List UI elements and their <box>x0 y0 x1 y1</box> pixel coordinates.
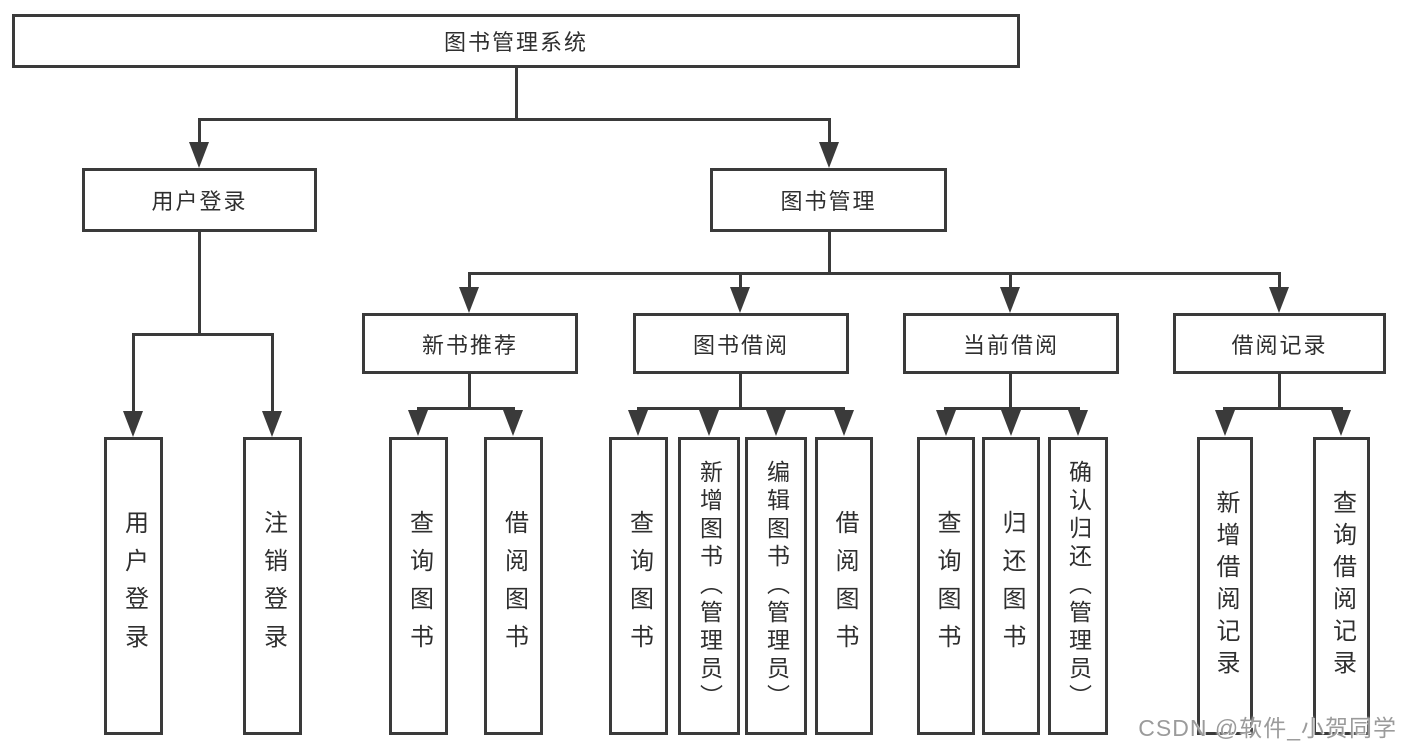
connector-line <box>515 68 518 120</box>
connector-line <box>1009 374 1012 410</box>
connector-line <box>417 407 515 410</box>
node-leaf-borrow-book: 借阅图书 <box>815 437 873 735</box>
node-leaf-query-book-borrow: 查询图书 <box>609 437 668 735</box>
arrowhead-icon <box>262 411 282 437</box>
arrowhead-icon <box>189 142 209 168</box>
arrowhead-icon <box>1269 287 1289 313</box>
node-leaf-query-book-current: 查询图书 <box>917 437 975 735</box>
node-new-book-recommend: 新书推荐 <box>362 313 578 374</box>
node-leaf-return-book: 归还图书 <box>982 437 1040 735</box>
node-label: 用户登录 <box>120 510 148 662</box>
node-leaf-add-book-admin: 新增图书（管理员） <box>678 437 740 735</box>
node-leaf-add-borrow-record: 新增借阅记录 <box>1197 437 1253 735</box>
arrowhead-icon <box>1001 410 1021 436</box>
connector-line <box>468 272 1281 275</box>
connector-line <box>1223 407 1343 410</box>
connector-line <box>637 407 845 410</box>
node-label: 新增借阅记录 <box>1212 490 1239 682</box>
node-leaf-edit-book-admin: 编辑图书（管理员） <box>745 437 807 735</box>
connector-line <box>944 407 1080 410</box>
arrowhead-icon <box>766 410 786 436</box>
node-leaf-query-borrow-record: 查询借阅记录 <box>1313 437 1370 735</box>
connector-line <box>739 274 742 288</box>
connector-line <box>1278 274 1281 288</box>
node-user-login: 用户登录 <box>82 168 317 232</box>
arrowhead-icon <box>1331 410 1351 436</box>
arrowhead-icon <box>408 410 428 436</box>
node-label: 编辑图书（管理员） <box>763 460 790 712</box>
arrowhead-icon <box>1068 410 1088 436</box>
connector-line <box>468 374 471 410</box>
node-label: 查询图书 <box>405 510 433 662</box>
node-label: 图书借阅 <box>692 332 789 358</box>
node-label: 图书管理系统 <box>443 30 588 55</box>
connector-line <box>198 232 201 336</box>
arrowhead-icon <box>699 410 719 436</box>
node-library-system: 图书管理系统 <box>12 14 1020 68</box>
arrowhead-icon <box>819 142 839 168</box>
connector-line <box>828 232 831 275</box>
node-label: 借阅图书 <box>831 510 858 662</box>
csdn-watermark: CSDN @软件_小贺同学 <box>1138 715 1397 741</box>
arrowhead-icon <box>834 410 854 436</box>
connector-line <box>198 118 831 121</box>
node-label: 归还图书 <box>998 510 1025 662</box>
arrowhead-icon <box>1215 410 1235 436</box>
node-current-borrow: 当前借阅 <box>903 313 1119 374</box>
arrowhead-icon <box>503 410 523 436</box>
connector-line <box>132 333 274 336</box>
node-leaf-logout: 注销登录 <box>243 437 302 735</box>
connector-line <box>198 120 201 144</box>
node-leaf-confirm-return-admin: 确认归还（管理员） <box>1048 437 1108 735</box>
node-label: 确认归还（管理员） <box>1065 460 1092 712</box>
node-label: 图书管理 <box>780 189 877 214</box>
node-label: 借阅图书 <box>500 510 528 662</box>
arrowhead-icon <box>936 410 956 436</box>
node-label: 查询借阅记录 <box>1328 490 1356 682</box>
node-book-borrow: 图书借阅 <box>633 313 849 374</box>
node-borrow-record: 借阅记录 <box>1173 313 1386 374</box>
arrowhead-icon <box>628 410 648 436</box>
node-label: 新增图书（管理员） <box>696 460 723 712</box>
connector-line <box>739 374 742 410</box>
node-label: 当前借阅 <box>962 332 1059 358</box>
node-book-management: 图书管理 <box>710 168 947 232</box>
node-label: 借阅记录 <box>1231 332 1328 358</box>
node-label: 新书推荐 <box>421 332 518 358</box>
node-label: 查询图书 <box>933 510 960 662</box>
connector-line <box>468 274 471 288</box>
node-label: 注销登录 <box>259 510 287 662</box>
node-label: 用户登录 <box>151 189 248 214</box>
arrowhead-icon <box>1000 287 1020 313</box>
connector-line <box>132 335 135 411</box>
arrowhead-icon <box>459 287 479 313</box>
arrowhead-icon <box>730 287 750 313</box>
arrowhead-icon <box>123 411 143 437</box>
node-leaf-user-login: 用户登录 <box>104 437 163 735</box>
connector-line <box>1009 274 1012 288</box>
connector-line <box>1278 374 1281 410</box>
connector-line <box>271 335 274 411</box>
connector-line <box>828 120 831 144</box>
node-leaf-query-book-recommend: 查询图书 <box>389 437 448 735</box>
node-leaf-borrow-book-recommend: 借阅图书 <box>484 437 543 735</box>
node-label: 查询图书 <box>625 510 653 662</box>
